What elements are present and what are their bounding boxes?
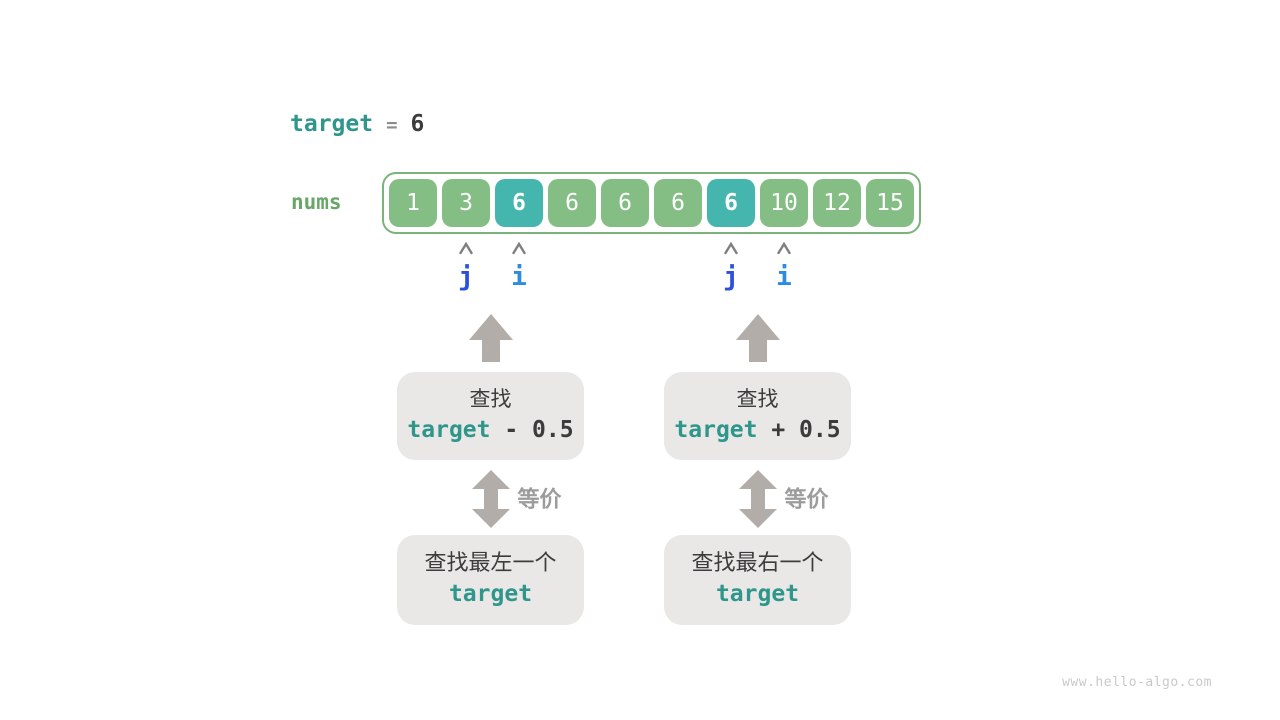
search-box-left: 查找 target - 0.5: [397, 372, 584, 460]
watermark: www.hello-algo.com: [1062, 675, 1212, 690]
nums-label: nums: [291, 190, 342, 214]
array-cell: 1: [389, 179, 437, 227]
array-cell: 6: [601, 179, 649, 227]
result-box-right-caption: 查找最右一个: [691, 551, 824, 577]
up-arrow-icon: [468, 314, 513, 362]
pointer-slot-empty: [866, 258, 914, 296]
pointer-slot-empty: [813, 258, 861, 296]
equivalence-right: 等价: [664, 470, 851, 528]
target-keyword: target: [290, 111, 374, 137]
pointer-label-j: j: [723, 262, 739, 292]
caret-slot-empty: [389, 241, 437, 256]
flow-left: 查找 target - 0.5 等价 查找最左一个 target: [397, 314, 584, 625]
flow-right: 查找 target + 0.5 等价 查找最右一个 target: [664, 314, 851, 625]
equals-sign: =: [386, 114, 398, 136]
double-arrow-icon: [471, 470, 510, 528]
pointer-slot-empty: [654, 258, 702, 296]
result-box-right: 查找最右一个 target: [664, 535, 851, 625]
pointer-slot-empty: [389, 258, 437, 296]
caret-up-icon: [760, 241, 808, 256]
double-arrow-icon: [738, 470, 777, 528]
caret-slot-empty: [601, 241, 649, 256]
caret-up-icon: [707, 241, 755, 256]
search-box-left-caption: 查找: [469, 387, 512, 412]
array-cell: 10: [760, 179, 808, 227]
equivalence-label: 等价: [517, 487, 562, 513]
target-value: 6: [410, 111, 425, 137]
array-cell: 15: [866, 179, 914, 227]
target-declaration: target = 6: [290, 111, 424, 137]
array-cell: 12: [813, 179, 861, 227]
array-cell-highlighted: 6: [707, 179, 755, 227]
pointer-label-i: i: [511, 262, 527, 292]
pointer-label-j: j: [458, 262, 474, 292]
search-box-right-caption: 查找: [736, 387, 779, 412]
up-arrow-icon: [735, 314, 780, 362]
caret-up-icon: [442, 241, 490, 256]
array-cell: 3: [442, 179, 490, 227]
search-box-right-code: target + 0.5: [674, 417, 841, 444]
pointer-label-i: i: [776, 262, 792, 292]
search-box-right: 查找 target + 0.5: [664, 372, 851, 460]
array-cell-highlighted: 6: [495, 179, 543, 227]
result-box-left-caption: 查找最左一个: [424, 551, 557, 577]
pointer-slot-empty: [601, 258, 649, 296]
pointer-slot-empty: [548, 258, 596, 296]
equivalence-left: 等价: [397, 470, 584, 528]
result-box-left-code: target: [448, 581, 533, 608]
caret-slot-empty: [866, 241, 914, 256]
result-box-right-code: target: [715, 581, 800, 608]
caret-up-icon: [495, 241, 543, 256]
equivalence-label: 等价: [784, 487, 829, 513]
result-box-left: 查找最左一个 target: [397, 535, 584, 625]
caret-slot-empty: [813, 241, 861, 256]
pointer-caret-row: [389, 241, 914, 256]
search-box-left-code: target - 0.5: [407, 417, 574, 444]
array-cell: 6: [654, 179, 702, 227]
caret-slot-empty: [654, 241, 702, 256]
array-cell: 6: [548, 179, 596, 227]
caret-slot-empty: [548, 241, 596, 256]
